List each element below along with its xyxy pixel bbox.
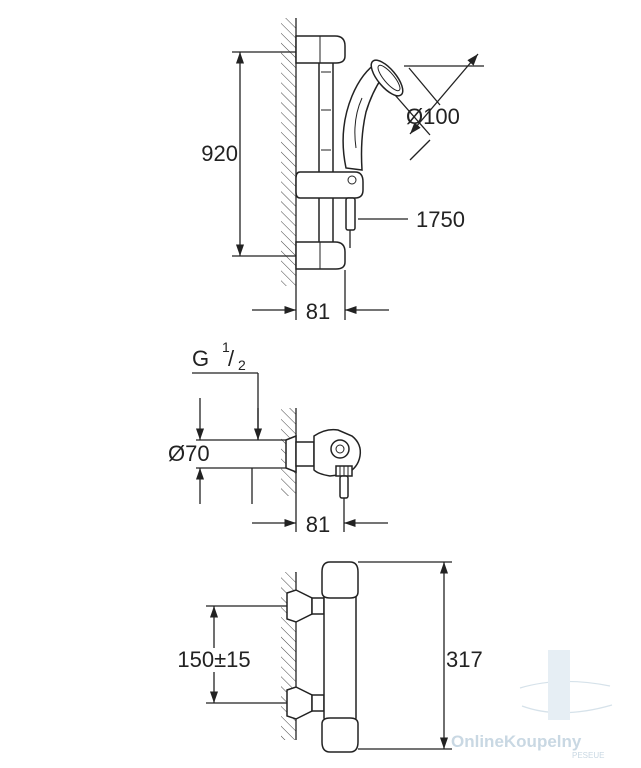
head-diameter-label: Ø100 (406, 104, 460, 129)
thread-slash: / (228, 346, 235, 371)
thread-numerator: 1 (222, 339, 230, 355)
slide-rail (318, 39, 334, 263)
shower-height-label: 920 (201, 141, 238, 166)
upper-eccentric (286, 589, 313, 623)
wall-connector (285, 434, 297, 474)
shower-set-view: 920 Ø100 1750 81 (201, 18, 484, 324)
watermark-logo: OnlineKoupelny PESEUE (451, 650, 613, 760)
hose-length-label: 1750 (416, 207, 465, 232)
bottom-handle (321, 717, 359, 753)
thread-denominator: 2 (238, 357, 246, 373)
thermostat-projection-label: 81 (306, 512, 330, 537)
hand-shower (342, 59, 404, 171)
watermark-sub: PESEUE (572, 751, 604, 760)
thermostat-body (323, 589, 357, 723)
wall-hatch (281, 18, 296, 286)
head-diameter-line (409, 53, 479, 135)
hose-connector (345, 197, 356, 231)
top-handle (321, 561, 359, 599)
shower-projection-label: 81 (306, 299, 330, 324)
lower-eccentric (286, 686, 313, 720)
thermostat-side-view: G 1 / 2 Ø70 81 (168, 339, 388, 537)
body-height-label: 317 (446, 647, 483, 672)
connector-spacing-label: 150±15 (177, 647, 250, 672)
watermark-brand: OnlineKoupelny (451, 732, 582, 751)
thermostat-front-view: 150±15 317 (177, 561, 483, 753)
connector-diameter-label: Ø70 (168, 441, 210, 466)
thread-label: G (192, 346, 209, 371)
